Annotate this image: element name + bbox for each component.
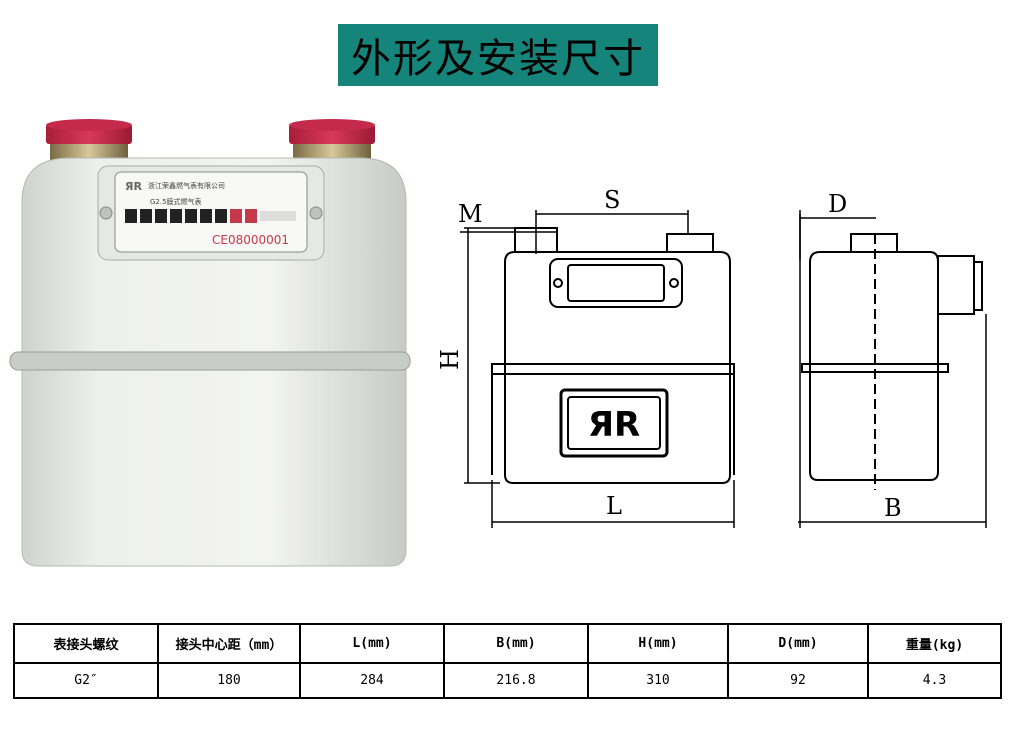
- page-title: 外形及安装尺寸: [351, 36, 645, 82]
- spec-header-thread: 表接头螺纹: [13, 623, 159, 664]
- dim-label-b: B: [884, 494, 902, 522]
- middle-band: [9, 351, 411, 371]
- spec-table: 表接头螺纹 接头中心距（mm） L(mm) B(mm) H(mm) D(mm) …: [13, 623, 1002, 699]
- dim-label-m: M: [458, 200, 483, 228]
- spec-cell-center-distance: 180: [157, 662, 301, 699]
- spec-cell-l: 284: [299, 662, 445, 699]
- spec-header-weight: 重量(kg): [867, 623, 1002, 664]
- drawing-logo: ЯR: [588, 405, 640, 445]
- front-dimension-lines: [460, 210, 735, 528]
- side-dimension-lines: [798, 210, 987, 528]
- meter-model-label: G2.5膜式燃气表: [150, 197, 202, 206]
- spec-cell-b: 216.8: [443, 662, 589, 699]
- meter-logo: ЯR: [125, 180, 142, 193]
- spec-cell-thread: G2″: [13, 662, 159, 699]
- spec-header-center-distance: 接头中心距（mm）: [157, 623, 301, 664]
- spec-cell-weight: 4.3: [867, 662, 1002, 699]
- title-banner: 外形及安装尺寸: [338, 24, 658, 86]
- dimension-drawings: ЯR M S H L D B: [436, 186, 987, 528]
- odometer-digits: [125, 209, 296, 223]
- spec-header-l: L(mm): [299, 623, 445, 664]
- spec-header-d: D(mm): [727, 623, 869, 664]
- side-view-drawing: [801, 233, 983, 490]
- dim-label-l: L: [606, 492, 622, 520]
- spec-cell-d: 92: [727, 662, 869, 699]
- meter-serial-number: CE08000001: [212, 233, 289, 247]
- outlet-connector: [289, 119, 375, 164]
- inlet-connector: [46, 119, 132, 164]
- gas-meter-photo: ЯR 浙江荣鑫燃气表有限公司 G2.5膜式燃气表 CE08000001: [9, 119, 411, 567]
- spec-cell-h: 310: [587, 662, 729, 699]
- dim-label-d: D: [828, 190, 847, 218]
- table-row: G2″ 180 284 216.8 310 92 4.3: [13, 662, 1002, 699]
- dim-label-h: H: [436, 349, 464, 370]
- spec-table-header-row: 表接头螺纹 接头中心距（mm） L(mm) B(mm) H(mm) D(mm) …: [13, 623, 1002, 664]
- counter-window: ЯR 浙江荣鑫燃气表有限公司 G2.5膜式燃气表 CE08000001: [97, 165, 325, 261]
- meter-company-label: 浙江荣鑫燃气表有限公司: [148, 181, 225, 190]
- front-view-drawing: [491, 227, 735, 484]
- dim-label-s: S: [604, 186, 620, 214]
- spec-header-b: B(mm): [443, 623, 589, 664]
- spec-header-h: H(mm): [587, 623, 729, 664]
